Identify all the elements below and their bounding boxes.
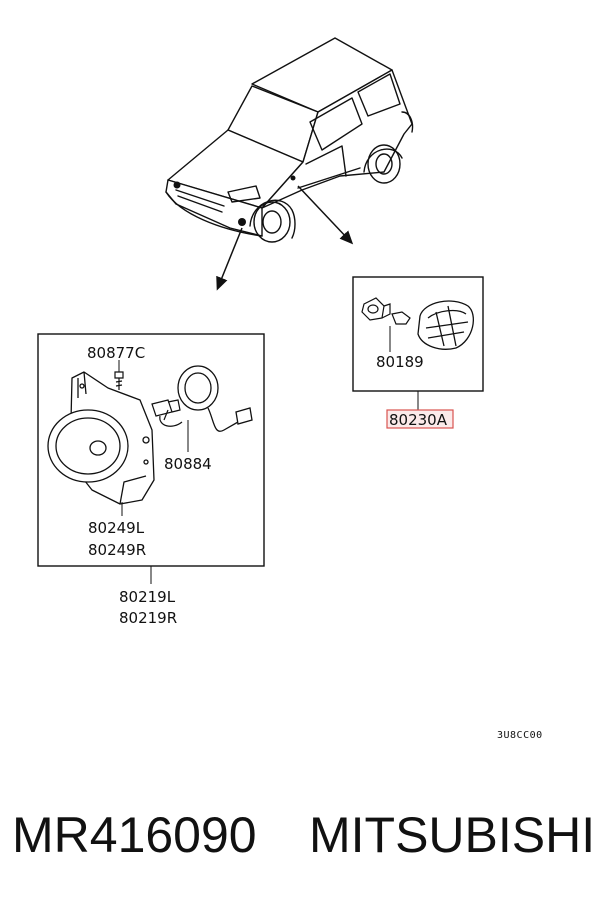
- side-marker-bulb: [391, 311, 411, 325]
- highlight-box-80230A: [386, 409, 454, 429]
- side-marker-location-dot: [290, 175, 296, 181]
- diagram-code: 3U8CC00: [497, 730, 543, 741]
- part-label-80230A[interactable]: 80230A: [389, 411, 448, 429]
- side-marker-lens: [417, 300, 474, 350]
- parts-diagram: 80877C 80884 80249L 80249R 80219L 80219R…: [37, 37, 543, 741]
- fog-lamp-arrow: [216, 227, 243, 291]
- wiring-harness: [177, 365, 253, 432]
- screw-80877C: [114, 371, 124, 390]
- vehicle-illustration: [165, 37, 414, 243]
- side-marker-socket: [361, 297, 391, 321]
- footer-brand: MITSUBISHI: [309, 807, 596, 863]
- fog-lamp-location-dot: [173, 181, 181, 189]
- part-label-80877C[interactable]: 80877C: [87, 344, 145, 362]
- fog-lamp-body: [47, 371, 155, 505]
- footer-part-number: MR416090: [12, 807, 257, 863]
- part-label-80189[interactable]: 80189: [376, 353, 424, 371]
- part-label-80219R[interactable]: 80219R: [119, 609, 177, 627]
- side-marker-arrow: [297, 185, 354, 245]
- part-label-80249R[interactable]: 80249R: [88, 541, 146, 559]
- bulb-socket-80884: [151, 399, 183, 427]
- fog-lamp-location-dot-2: [238, 218, 246, 226]
- part-label-80884[interactable]: 80884: [164, 455, 212, 473]
- part-label-80249L[interactable]: 80249L: [88, 519, 145, 537]
- part-label-80219L[interactable]: 80219L: [119, 588, 176, 606]
